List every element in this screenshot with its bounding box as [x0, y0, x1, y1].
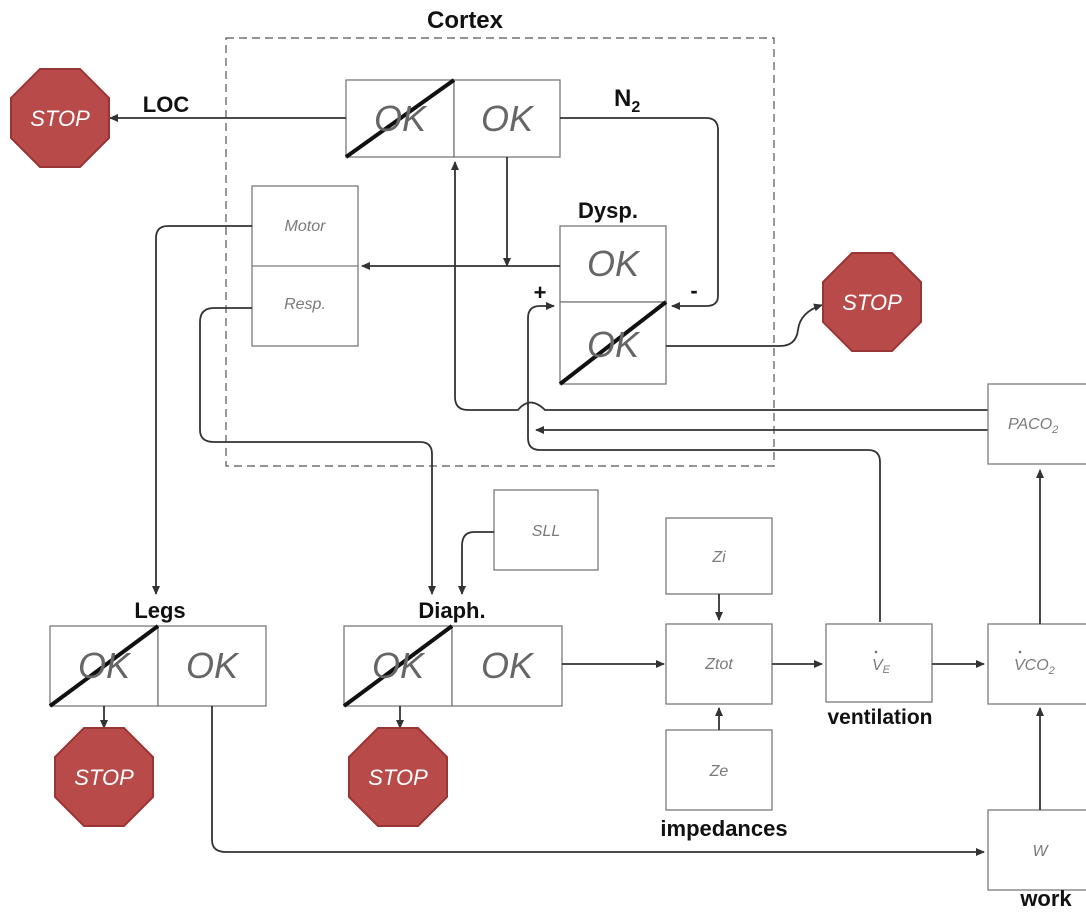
- paco2-block: PACO2: [987, 383, 1086, 465]
- stop-sign-diaph: STOP: [348, 727, 448, 827]
- plus-sign: +: [534, 280, 547, 305]
- ok-text: OK: [374, 98, 428, 139]
- motor-to-legs-wire: [152, 225, 252, 595]
- dysp-label: Dysp.: [578, 198, 638, 223]
- impedances-label: impedances: [660, 816, 787, 841]
- ok-text: OK: [587, 324, 641, 365]
- motor-text: Motor: [285, 218, 327, 235]
- cortex-region: [225, 37, 775, 467]
- ze-block: Ze: [665, 729, 773, 811]
- ze-text: Ze: [709, 763, 729, 780]
- stop-sign-dysp: STOP: [822, 252, 922, 352]
- sll-block: SLL: [493, 489, 599, 571]
- ve-block: VE: [825, 623, 933, 703]
- n2-wire: [560, 117, 719, 310]
- minus-sign: -: [690, 278, 697, 303]
- diaph-label: Diaph.: [418, 598, 485, 623]
- sll-text: SLL: [532, 523, 560, 540]
- ok-text: OK: [186, 645, 240, 686]
- w-text: W: [1032, 843, 1049, 860]
- paco2-text: PACO2: [1008, 416, 1058, 436]
- legs-block: OK OK: [48, 624, 267, 708]
- ztot-text: Ztot: [704, 656, 733, 673]
- cortex-label: Cortex: [427, 7, 504, 34]
- legs-to-work-wire: [211, 706, 985, 856]
- loc-label: LOC: [143, 92, 190, 117]
- loc-block: OK OK: [344, 78, 561, 159]
- vco2-block: VCO2: [987, 623, 1086, 705]
- vco2-text: VCO2: [1014, 657, 1055, 677]
- stop-sign-loc: STOP: [10, 68, 110, 168]
- ok-text: OK: [481, 645, 535, 686]
- ok-text: OK: [372, 645, 426, 686]
- motor-resp-block: Motor Resp.: [251, 185, 359, 347]
- resp-text: Resp.: [284, 296, 326, 313]
- ventilation-label: ventilation: [827, 706, 932, 729]
- ve-text: VE: [872, 657, 891, 676]
- zi-block: Zi: [665, 517, 773, 595]
- legs-label: Legs: [134, 598, 185, 623]
- sll-to-diaph-wire: [458, 531, 494, 595]
- work-label: work: [1019, 886, 1072, 911]
- work-block: W: [987, 809, 1086, 891]
- ok-text: OK: [587, 243, 641, 284]
- stop-sign-legs: STOP: [54, 727, 154, 827]
- n2-label: N2: [614, 85, 640, 116]
- paco2-to-cortex-wire: [451, 161, 988, 411]
- ok-text: OK: [78, 645, 132, 686]
- resp-to-diaph-wire: [199, 307, 436, 595]
- diaph-block: OK OK: [342, 624, 563, 708]
- ztot-block: Ztot: [665, 623, 773, 705]
- dysp-stop-wire: [666, 303, 823, 347]
- svg-text:STOP: STOP: [842, 290, 902, 315]
- svg-text:STOP: STOP: [74, 765, 134, 790]
- ok-text: OK: [481, 98, 535, 139]
- ve-to-dysp-wire: [527, 302, 881, 622]
- dysp-block: OK OK: [558, 225, 668, 386]
- zi-text: Zi: [711, 549, 726, 566]
- svg-text:STOP: STOP: [368, 765, 428, 790]
- svg-text:STOP: STOP: [30, 106, 90, 131]
